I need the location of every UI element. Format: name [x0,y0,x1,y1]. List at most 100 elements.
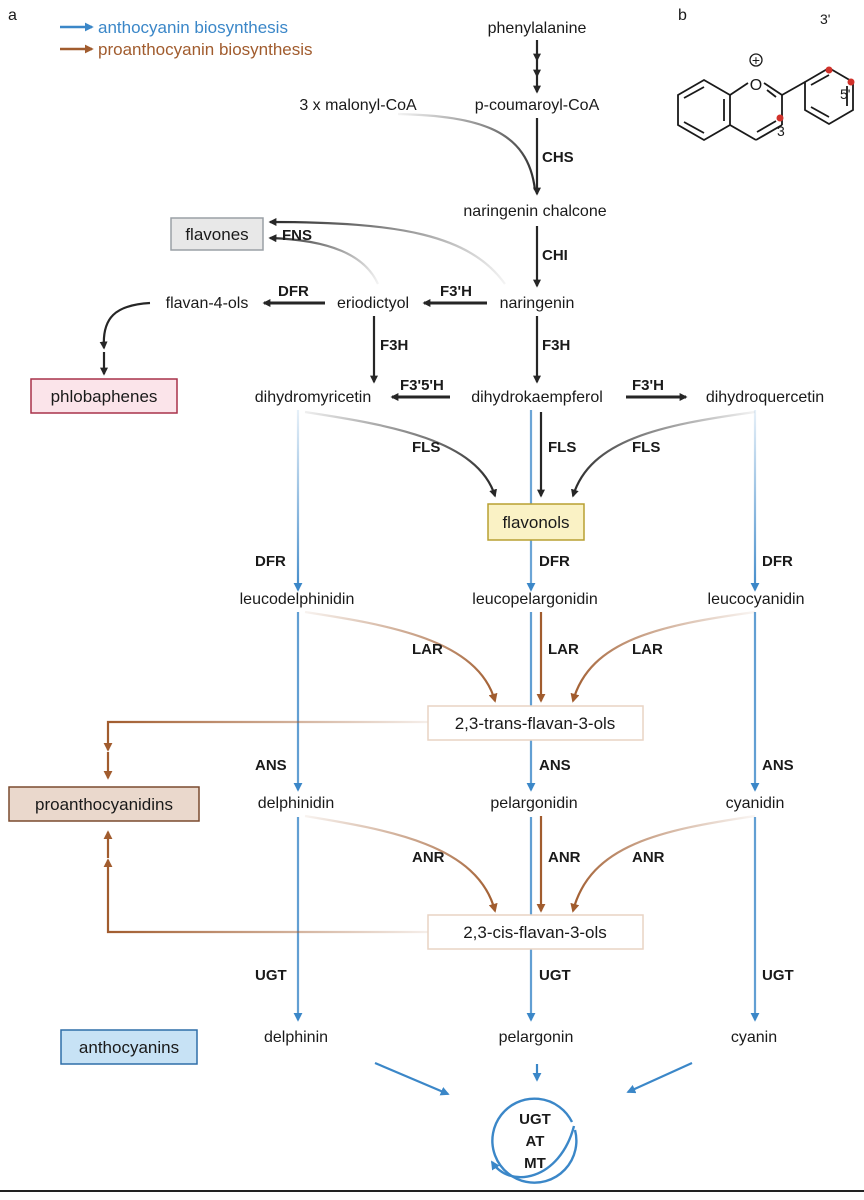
enzyme-dfr-center: DFR [539,553,570,570]
arrow-cis-to-proanthocyanidins [103,858,428,934]
position-3p-label: 3' [820,11,830,27]
enzyme-cycle-mt: MT [524,1155,546,1172]
metabolite-delphinin: delphinin [264,1029,328,1046]
flavylium-labels: + O 3 3' 5' [749,11,855,139]
legend-anthocyanin-label: anthocyanin biosynthesis [98,18,288,37]
flavylium-structure [677,66,854,142]
enzyme-ans-center: ANS [539,757,571,774]
arrow-delphinin-to-cycle [374,1061,450,1096]
bottom-border [0,1190,864,1192]
enzyme-f35h: F3'5'H [400,377,444,394]
enzyme-ugt-right: UGT [762,967,794,984]
ring-a [677,78,731,142]
ring-b-double-3 [810,106,830,118]
ring-b-link [781,81,806,96]
enzyme-lar-center: LAR [548,641,579,658]
ring-a-double-1 [683,86,705,99]
ring-c-bond-1 [729,82,749,96]
arrow-cyanin-to-cycle [626,1061,693,1094]
charge-sign: + [752,52,760,68]
arrow-anr-right [570,814,756,913]
arrow-lar-left [304,610,498,703]
enzyme-ans-right: ANS [762,757,794,774]
metabolite-leucocyanidin: leucocyanidin [708,591,805,608]
metabolite-pelargonidin: pelargonidin [490,795,577,812]
ring-c-bond-5 [729,124,757,141]
metabolite-delphinidin: delphinidin [258,795,335,812]
enzyme-f3h-prime-naringenin: F3'H [440,283,472,300]
position-3p-dot [825,66,833,74]
legend: anthocyanin biosynthesis proanthocyanin … [60,18,313,59]
enzyme-chi: CHI [542,247,568,264]
metabolite-leucodelphinidin: leucodelphinidin [240,591,355,608]
metabolite-cyanin: cyanin [731,1029,777,1046]
arrow-malonyl-coa [397,112,537,191]
arrow-flavan4ols-phlobaphenes [99,301,151,350]
enzyme-anr-left: ANR [412,849,445,866]
enzyme-fls-left: FLS [412,439,440,456]
arrow-fns-naringenin [268,218,506,285]
box-phlobaphenes-label: phlobaphenes [51,387,158,406]
metabolite-leucopelargonidin: leucopelargonidin [472,591,597,608]
metabolite-flavan-4-ols: flavan-4-ols [166,295,249,312]
enzyme-anr-right: ANR [632,849,665,866]
metabolite-dihydromyricetin: dihydromyricetin [255,389,371,406]
metabolites: phenylalanine 3 x malonyl-CoA p-coumaroy… [166,20,825,1046]
box-flavones-label: flavones [185,225,248,244]
box-cis-flavan: 2,3-cis-flavan-3-ols [427,914,644,950]
ring-b-double-1 [810,74,830,86]
enzyme-dfr-right: DFR [762,553,793,570]
ring-a-double-2 [683,121,705,134]
box-proanthocyanidins: proanthocyanidins [8,786,200,822]
panel-label-b: b [678,7,687,24]
arrow-anr-left [304,814,498,913]
metabolite-dihydroquercetin: dihydroquercetin [706,389,824,406]
box-flavonols-label: flavonols [502,513,569,532]
enzyme-ans-left: ANS [255,757,287,774]
proanthocyanin-arrows [103,610,756,934]
modification-cycle-arrow [491,1097,578,1184]
enzyme-cycle-ugt: UGT [519,1111,551,1128]
arrow-fls-left [304,410,497,498]
enzyme-dfr-flavan: DFR [278,283,309,300]
metabolite-pelargonin: pelargonin [499,1029,574,1046]
enzyme-lar-right: LAR [632,641,663,658]
arrow-lar-right [570,610,756,703]
enzymes: CHS CHI FNS DFR F3'H F3H F3H F3'5'H F3'H… [255,149,794,1172]
legend-proanthocyanin-label: proanthocyanin biosynthesis [98,40,313,59]
box-cis-flavan-label: 2,3-cis-flavan-3-ols [463,923,607,942]
position-5p-dot [847,78,855,86]
arrow-fns-eriodictyol [268,234,380,285]
arrow-trans-to-proanthocyanidins [103,720,428,752]
ring-c-bond-4 [755,124,783,141]
position-3-dot [776,114,784,122]
enzyme-fns: FNS [282,227,312,244]
box-trans-flavan-label: 2,3-trans-flavan-3-ols [455,714,616,733]
metabolite-naringenin-chalcone: naringenin chalcone [463,203,606,220]
enzyme-ugt-center: UGT [539,967,571,984]
metabolite-eriodictyol: eriodictyol [337,295,409,312]
position-3-label: 3 [777,123,785,139]
boxes: flavones phlobaphenes flavonols 2,3-tran… [8,217,644,1065]
panel-label-a: a [8,7,17,24]
enzyme-f3h-prime-dihydrokaempferol: F3'H [632,377,664,394]
metabolite-dihydrokaempferol: dihydrokaempferol [471,389,603,406]
metabolite-naringenin: naringenin [500,295,575,312]
enzyme-chs: CHS [542,149,574,166]
enzyme-anr-center: ANR [548,849,581,866]
box-flavones: flavones [170,217,264,251]
enzyme-cycle-at: AT [526,1133,545,1150]
general-arrows [99,40,756,498]
enzyme-fls-right: FLS [632,439,660,456]
enzyme-dfr-left: DFR [255,553,286,570]
position-5p-label: 5' [840,86,850,102]
box-anthocyanins: anthocyanins [60,1029,198,1065]
ring-c-bond-2 [763,82,783,96]
enzyme-f3h-eriodictyol: F3H [380,337,408,354]
metabolite-cyanidin: cyanidin [726,795,785,812]
metabolite-p-coumaroyl-coa: p-coumaroyl-CoA [475,97,600,114]
enzyme-ugt-left: UGT [255,967,287,984]
box-flavonols: flavonols [487,503,585,541]
metabolite-malonyl-coa: 3 x malonyl-CoA [299,97,417,114]
box-anthocyanins-label: anthocyanins [79,1038,179,1057]
